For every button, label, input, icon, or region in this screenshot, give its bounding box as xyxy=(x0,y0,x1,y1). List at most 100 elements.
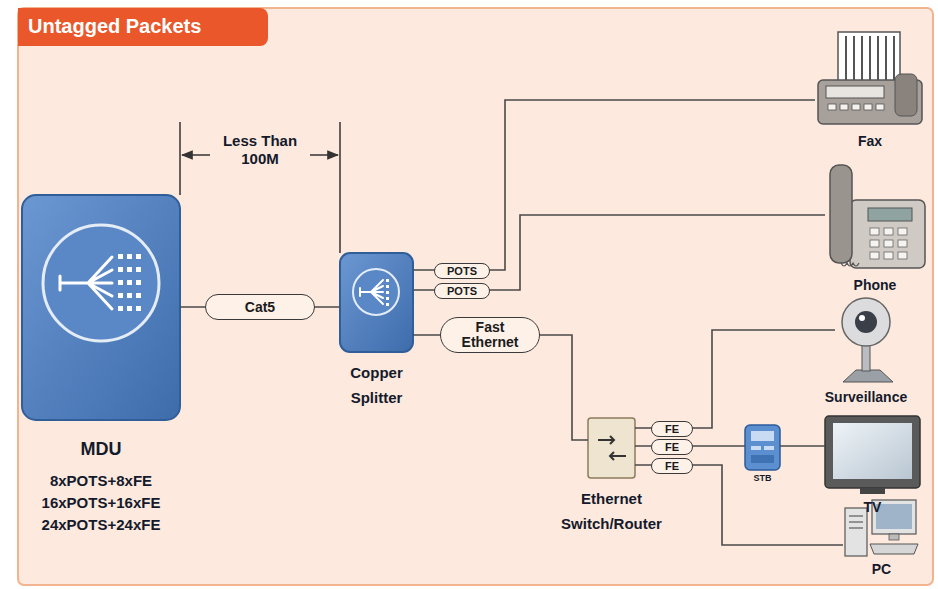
fax-illustration-part-part xyxy=(828,104,836,110)
phone-illustration-part-part xyxy=(884,252,893,259)
node-caption: Copper Splitter xyxy=(335,360,419,410)
phone-illustration-part xyxy=(870,228,907,259)
node-name: Copper Splitter xyxy=(335,360,419,410)
cable-label: FE xyxy=(651,421,693,437)
node-caption: STB xyxy=(743,473,783,484)
phone-illustration-part-part xyxy=(870,252,879,259)
splitter-illustration-part xyxy=(340,253,413,352)
cable-label: POTS xyxy=(434,263,490,279)
splitter-illustration-part-part xyxy=(386,279,389,282)
mdu-unit: MDU8xPOTS+8xFE16xPOTS+16xFE24xPOTS+24xFE xyxy=(22,195,180,420)
tv-illustration-part xyxy=(860,488,885,494)
dimension-marker-part xyxy=(179,122,181,195)
node-caption: PC xyxy=(857,560,907,578)
surveillance-camera: Surveillance xyxy=(835,298,897,384)
dimension-marker-part xyxy=(339,122,341,253)
tv-illustration-part xyxy=(825,416,920,488)
splitter-illustration-part-part xyxy=(386,291,389,294)
splitter-illustration-part-part xyxy=(386,285,389,288)
cable-label-holder: FE xyxy=(651,456,693,474)
mdu-illustration-part-part xyxy=(127,293,132,298)
mdu-illustration-part-part xyxy=(136,293,141,298)
phone-illustration-part-part xyxy=(898,240,907,247)
node-caption: TV xyxy=(848,498,898,516)
fax-illustration-part-part xyxy=(840,104,848,110)
pc-illustration-part xyxy=(870,544,918,554)
fax-machine: Fax xyxy=(815,28,925,128)
mdu-illustration-part-part xyxy=(127,280,132,285)
mdu-illustration-part xyxy=(43,225,159,341)
mdu-illustration-part-part xyxy=(118,293,123,298)
node-caption: Ethernet Switch/Router xyxy=(547,486,677,536)
mdu-illustration-part-part xyxy=(118,280,123,285)
fax-illustration-part-part xyxy=(876,104,884,110)
background-frame xyxy=(18,8,933,585)
phone-illustration-part-part xyxy=(898,228,907,235)
phone-illustration-part xyxy=(868,208,912,221)
mdu-illustration-part-part xyxy=(127,254,132,259)
stb-illustration-part xyxy=(751,446,761,450)
cable-line xyxy=(413,100,815,270)
tv-illustration xyxy=(825,416,920,494)
camera-illustration-part xyxy=(843,370,893,382)
cable-line xyxy=(635,465,843,545)
node-name: TV xyxy=(848,498,898,516)
node-spec: 24xPOTS+24xFE xyxy=(21,514,181,536)
title-text: Untagged Packets xyxy=(28,13,201,39)
pc-illustration-part xyxy=(845,508,867,556)
cable-label: Fast Ethernet xyxy=(440,317,540,353)
tv-illustration-part xyxy=(833,423,912,479)
splitter-illustration-part xyxy=(386,279,389,306)
dimension-label: Less Than 100M xyxy=(210,132,310,168)
cable-line xyxy=(635,330,835,428)
personal-computer: PC xyxy=(843,498,920,556)
switch-illustration-part xyxy=(598,436,626,460)
telephone: Phone xyxy=(825,160,925,272)
phone-illustration-part-part xyxy=(898,252,907,259)
camera-illustration-part xyxy=(859,315,865,321)
mdu-illustration-part-part xyxy=(136,306,141,311)
cable-label: Cat5 xyxy=(205,294,315,320)
cable-label-holder: FE xyxy=(651,437,693,455)
fax-illustration xyxy=(818,32,922,124)
camera-illustration xyxy=(842,298,893,382)
pc-illustration-part xyxy=(849,516,863,528)
title-tab xyxy=(18,8,268,46)
cable-label: FE xyxy=(651,458,693,474)
mdu-illustration-part-part xyxy=(118,267,123,272)
phone-illustration-part xyxy=(841,263,859,266)
fax-illustration-part-part xyxy=(864,104,872,110)
phone-illustration-part-part xyxy=(884,228,893,235)
mdu-illustration-part-part xyxy=(127,267,132,272)
phone-illustration-part-part xyxy=(884,240,893,247)
mdu-illustration-part-part xyxy=(118,306,123,311)
fax-illustration-part xyxy=(826,86,884,98)
stb-illustration-part xyxy=(751,431,774,441)
television: TV xyxy=(825,416,920,494)
cable-label-holder: POTS xyxy=(434,261,490,279)
node-name: Ethernet Switch/Router xyxy=(547,486,677,536)
cable-label-holder: Fast Ethernet xyxy=(440,317,540,353)
pc-illustration-part xyxy=(889,534,899,540)
stb-illustration xyxy=(745,425,780,470)
phone-illustration-part-part xyxy=(870,240,879,247)
switch-illustration-part xyxy=(588,418,635,478)
mdu-illustration-part xyxy=(60,257,112,309)
phone-illustration-part xyxy=(850,200,925,268)
node-spec: 8xPOTS+8xFE xyxy=(21,470,181,492)
fax-illustration-part xyxy=(895,74,917,116)
node-name: Surveillance xyxy=(811,388,921,406)
node-caption: Phone xyxy=(835,276,915,294)
dimension-text: Less Than 100M xyxy=(210,132,310,168)
cable-label-holder: Cat5 xyxy=(205,294,315,320)
switch-illustration xyxy=(588,418,635,478)
dimension-marker xyxy=(180,122,340,253)
phone-illustration-part-part xyxy=(870,228,879,235)
node-name: PC xyxy=(857,560,907,578)
stb-illustration-part xyxy=(751,455,774,463)
cable-label: POTS xyxy=(434,283,490,299)
camera-illustration-part xyxy=(842,298,890,346)
phone-illustration xyxy=(830,165,925,268)
mdu-illustration-part-part xyxy=(136,280,141,285)
cable-label-holder: FE xyxy=(651,419,693,437)
